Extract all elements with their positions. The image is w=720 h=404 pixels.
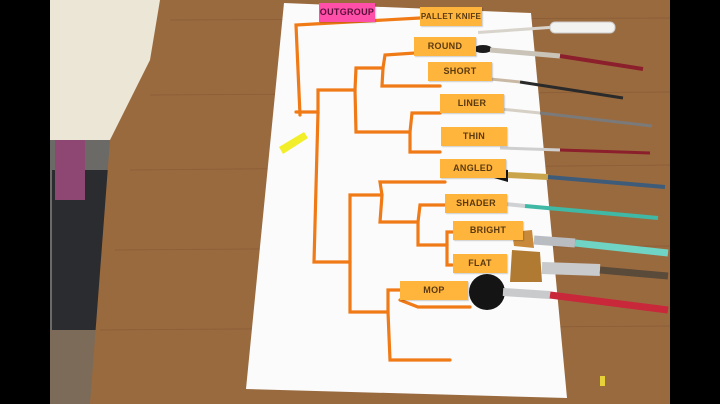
label-short: SHORT [428,62,492,81]
label-liner: LINER [440,94,504,113]
label-shader: SHADER [445,194,507,213]
pink-bag [55,140,85,200]
label-outgroup: OUTGROUP [319,3,375,22]
label-angled: ANGLED [440,159,506,178]
paper-sheet [246,3,567,398]
label-flat: FLAT [453,254,507,273]
label-mop: MOP [400,281,468,300]
label-bright: BRIGHT [453,221,523,240]
cladogram-tree [294,16,472,362]
label-round: ROUND [414,37,476,56]
label-pallet-knife: PALLET KNIFE [420,7,482,26]
yellow-speck [600,376,605,386]
yellow-sticky [279,132,308,154]
label-thin: THIN [441,127,507,146]
